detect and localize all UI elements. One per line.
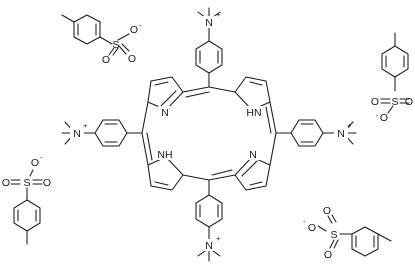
oxygen-4a: O [308,222,316,234]
pyrrole-n-top-left: N [161,107,169,119]
sulfur-1: S [112,39,119,51]
oxygen-1c: O [130,24,138,36]
pyrrole-n-bottom-right: N [249,149,257,161]
oxygen-3c: O [31,157,39,169]
oxygen-3b: O [43,177,51,189]
meso-bridges [141,86,277,181]
oxygen-2c: O [380,112,388,124]
sulfur-3: S [23,177,30,189]
ammonium-charge-right: + [347,121,352,130]
ammonium-charge-top: + [216,10,221,19]
sulfonate-charge-1: - [139,21,142,30]
ammonium-n-top: N [205,17,213,29]
pyrrole-ring-top-left [147,76,184,111]
pyrrole-ring-top-right [234,76,271,111]
pyrrole-ring-bottom-left [147,156,184,191]
oxygen-1b: O [128,53,136,65]
pyrrole-ring-bottom-right [234,156,271,191]
ammonium-charge-left: + [83,121,88,130]
porphyrin-core [141,76,277,191]
ammonium-charge-bottom: + [216,234,221,243]
sulfur-2: S [391,96,398,108]
pyrrole-nh-bottom-left: NH [157,149,172,161]
tosylate-top-right [380,32,410,114]
sulfonate-charge-3: - [40,153,43,162]
phenyl-right [275,119,357,147]
sulfonate-charge-4: - [303,217,306,226]
oxygen-4b: O [323,205,331,217]
pyrrole-nh-top-right: HN [246,107,261,119]
oxygen-1a: O [102,54,110,66]
sulfonate-charge-2: - [376,111,379,120]
tosylate-bottom-right [317,214,392,257]
tosylate-bottom-left [10,169,43,245]
sulfur-4: S [330,229,337,241]
tosylate-top-left [61,14,130,56]
ammonium-n-right: N [337,128,345,140]
ammonium-n-left: N [73,128,81,140]
oxygen-4c: O [324,249,332,261]
oxygen-3a: O [2,177,10,189]
oxygen-2b: O [405,96,413,108]
ammonium-n-bottom: N [205,240,213,252]
oxygen-2a: O [371,96,379,108]
